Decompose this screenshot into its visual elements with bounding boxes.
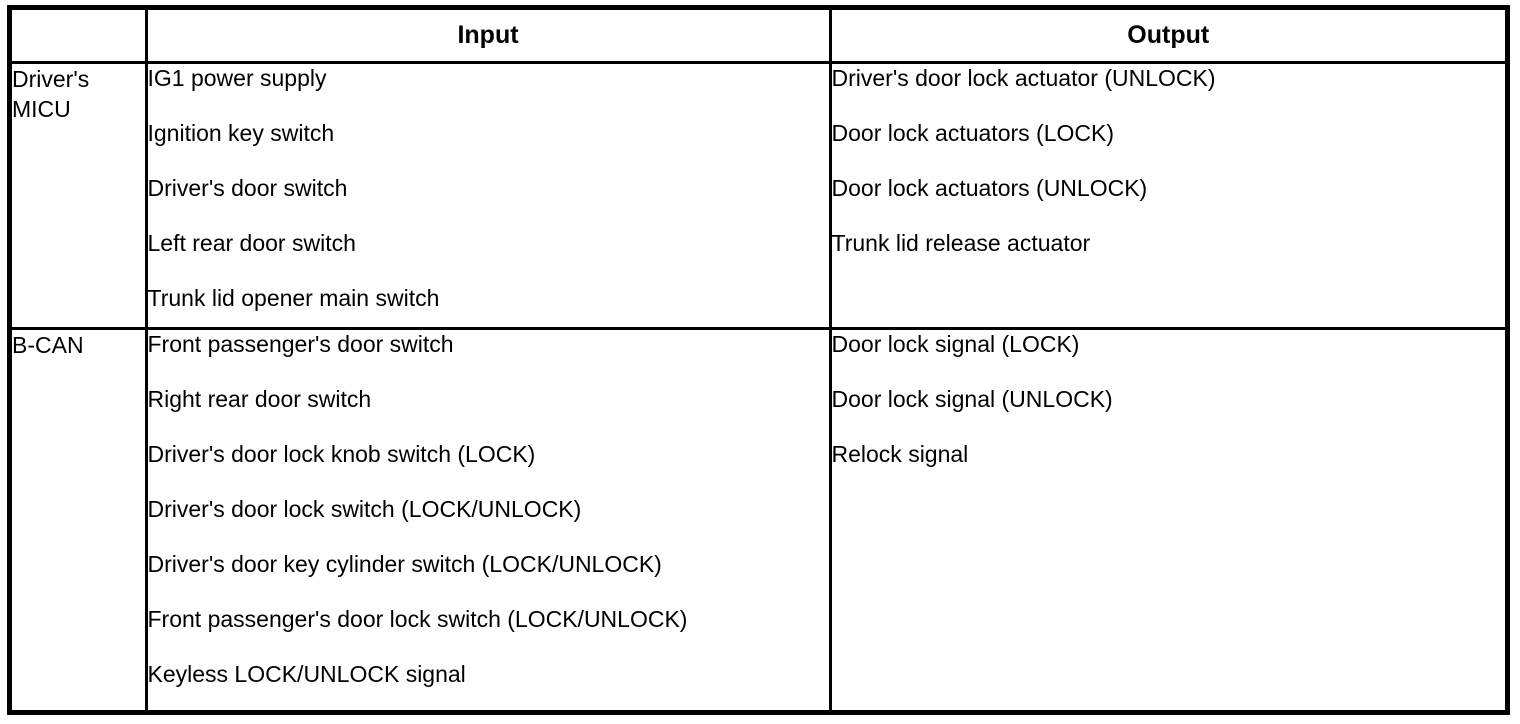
list-item: Front passenger's door lock switch (LOCK… [147, 606, 688, 633]
input-output-table-container: Input Output Driver's MICU IG1 power sup… [7, 5, 1510, 715]
list-item: Front passenger's door switch [147, 331, 454, 358]
list-item: Trunk lid release actuator [831, 230, 1091, 256]
table-header: Input Output [12, 10, 1505, 64]
output-cell-bcan: Door lock signal (LOCK) Door lock signal… [828, 327, 1506, 710]
input-list-bcan: Front passenger's door switch Right rear… [148, 330, 829, 688]
list-item: Left rear door switch [147, 230, 356, 256]
list-item: Driver's door lock knob switch (LOCK) [147, 441, 536, 468]
list-item: Trunk lid opener main switch [147, 285, 440, 311]
table-body: Driver's MICU IG1 power supply Ignition … [12, 62, 1506, 710]
header-input: Input [144, 10, 830, 64]
list-item: Relock signal [831, 441, 969, 468]
input-list-micu: IG1 power supply Ignition key switch Dri… [148, 64, 829, 312]
list-item: Driver's door lock actuator (UNLOCK) [831, 65, 1216, 91]
list-item: Driver's door key cylinder switch (LOCK/… [147, 551, 662, 578]
list-item: Driver's door lock switch (LOCK/UNLOCK) [147, 496, 582, 523]
input-cell-bcan: Front passenger's door switch Right rear… [144, 327, 830, 710]
output-list-micu: Driver's door lock actuator (UNLOCK) Doo… [832, 64, 1506, 257]
table-row-micu: Driver's MICU IG1 power supply Ignition … [12, 62, 1506, 329]
list-item: Door lock actuators (UNLOCK) [831, 175, 1148, 201]
header-output: Output [828, 10, 1505, 64]
list-item: Door lock signal (UNLOCK) [831, 386, 1113, 413]
input-cell-micu: IG1 power supply Ignition key switch Dri… [144, 62, 830, 329]
input-output-table: Input Output Driver's MICU IG1 power sup… [12, 10, 1505, 710]
list-item: Right rear door switch [147, 386, 372, 413]
system-label-bcan: B-CAN [12, 327, 146, 710]
list-item: IG1 power supply [147, 65, 327, 91]
list-item: Keyless LOCK/UNLOCK signal [147, 661, 466, 688]
header-system-blank [12, 10, 146, 64]
system-label-micu: Driver's MICU [12, 66, 90, 122]
output-list-bcan: Door lock signal (LOCK) Door lock signal… [832, 330, 1506, 468]
table-row-bcan: B-CAN Front passenger's door switch Righ… [12, 327, 1506, 710]
list-item: Door lock signal (LOCK) [831, 331, 1080, 358]
output-cell-micu: Driver's door lock actuator (UNLOCK) Doo… [828, 62, 1506, 329]
list-item: Ignition key switch [147, 120, 335, 146]
list-item: Driver's door switch [147, 175, 348, 201]
table-header-row: Input Output [12, 10, 1505, 64]
list-item: Door lock actuators (LOCK) [831, 120, 1114, 146]
